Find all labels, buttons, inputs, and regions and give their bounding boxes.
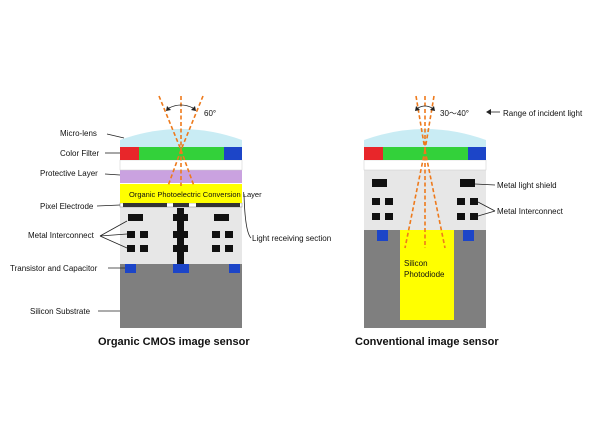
left-via-pad [173,214,188,221]
left-pixel-electrode-pad [123,203,167,207]
label-metal-light-shield: Metal light shield [497,181,557,190]
left-ray [158,95,182,151]
caption-organic-sensor: Organic CMOS image sensor [98,336,250,348]
left-silicon-substrate [120,264,242,328]
right-angle-arc [417,105,433,109]
left-metal-interconnect [225,245,233,252]
leader-right-metal [477,210,496,217]
left-pixel-electrode-pad [196,203,240,207]
label-left-metal-interconnect: Metal Interconnect [28,231,95,240]
left-via-pad [173,245,188,252]
right-metal-interconnect [372,213,380,220]
label-right-metal-interconnect: Metal Interconnect [497,207,564,216]
right-metal-light-shield [460,179,475,187]
right-transistor [463,230,474,241]
conventional-sensor: Silicon Photodiode 30～40° Range of incid… [355,95,583,348]
right-metal-interconnect [457,198,465,205]
right-ray [424,95,435,151]
left-color-filter-red [120,147,139,160]
left-metal-interconnect [128,214,143,221]
label-micro-lens: Micro-lens [60,129,97,138]
right-metal-interconnect [385,198,393,205]
left-transistor [229,264,240,273]
label-organic-layer: Organic Photoelectric Conversion Layer [129,190,262,199]
label-protective-layer: Protective Layer [40,169,98,178]
label-light-receiving: Light receiving section [252,234,331,243]
label-transistor-capacitor: Transistor and Capacitor [10,264,98,273]
leader-protective-layer [104,173,121,176]
label-silicon-substrate: Silicon Substrate [30,307,91,316]
range-arrowhead [486,109,491,115]
right-metal-light-shield [372,179,387,187]
leader-pixel-electrode [96,204,121,207]
left-organic-layer [120,184,242,203]
right-color-filter-red [364,147,383,160]
left-metal-interconnect [212,231,220,238]
caption-conventional-sensor: Conventional image sensor [355,336,499,348]
left-metal-interconnect [127,231,135,238]
right-metal-interconnect [385,213,393,220]
label-color-filter: Color Filter [60,149,99,158]
right-metal-interconnect [470,213,478,220]
leader-left-metal [99,233,128,237]
leader-light-receiving [243,193,252,239]
left-color-filter-blue [224,147,242,160]
leader-left-metal [99,235,128,249]
left-angle-arrowhead [191,106,196,111]
label-range-incident-light: Range of incident light [503,109,583,118]
right-angle-label: 30～40° [440,109,469,118]
right-metal-interconnect [470,198,478,205]
left-via-pad [173,231,188,238]
right-metal-interconnect [372,198,380,205]
left-transistor [173,264,189,273]
right-angle-arrowhead [430,106,435,111]
right-ray [415,95,426,151]
leader-micro-lens [106,133,125,139]
right-angle-arrowhead [415,106,420,111]
right-transistor [377,230,388,241]
left-ray [180,95,204,151]
label-pixel-electrode: Pixel Electrode [40,202,94,211]
label-silicon: Silicon [404,259,428,268]
leader-left-metal [99,220,128,237]
left-pixel-electrode-pad [173,203,189,207]
right-ray [404,149,426,249]
left-metal-interconnect [225,231,233,238]
right-metal-interconnect [457,213,465,220]
left-angle-arrowhead [166,106,171,111]
right-color-filter-blue [468,147,486,160]
organic-sensor: 60° Micro-lens Color Filter Protective L… [10,95,331,348]
left-angle-arc [168,104,194,109]
left-metal-interconnect [127,245,135,252]
left-metal-interconnect [212,245,220,252]
left-metal-interconnect [140,231,148,238]
right-photodiode [400,230,454,320]
leader-metal-light-shield [474,183,496,186]
right-ray [424,149,446,249]
label-photodiode: Photodiode [404,270,445,279]
left-angle-label: 60° [204,109,216,118]
leader-right-metal [477,201,496,212]
left-metal-interconnect [140,245,148,252]
left-metal-interconnect [214,214,229,221]
left-transistor [125,264,136,273]
